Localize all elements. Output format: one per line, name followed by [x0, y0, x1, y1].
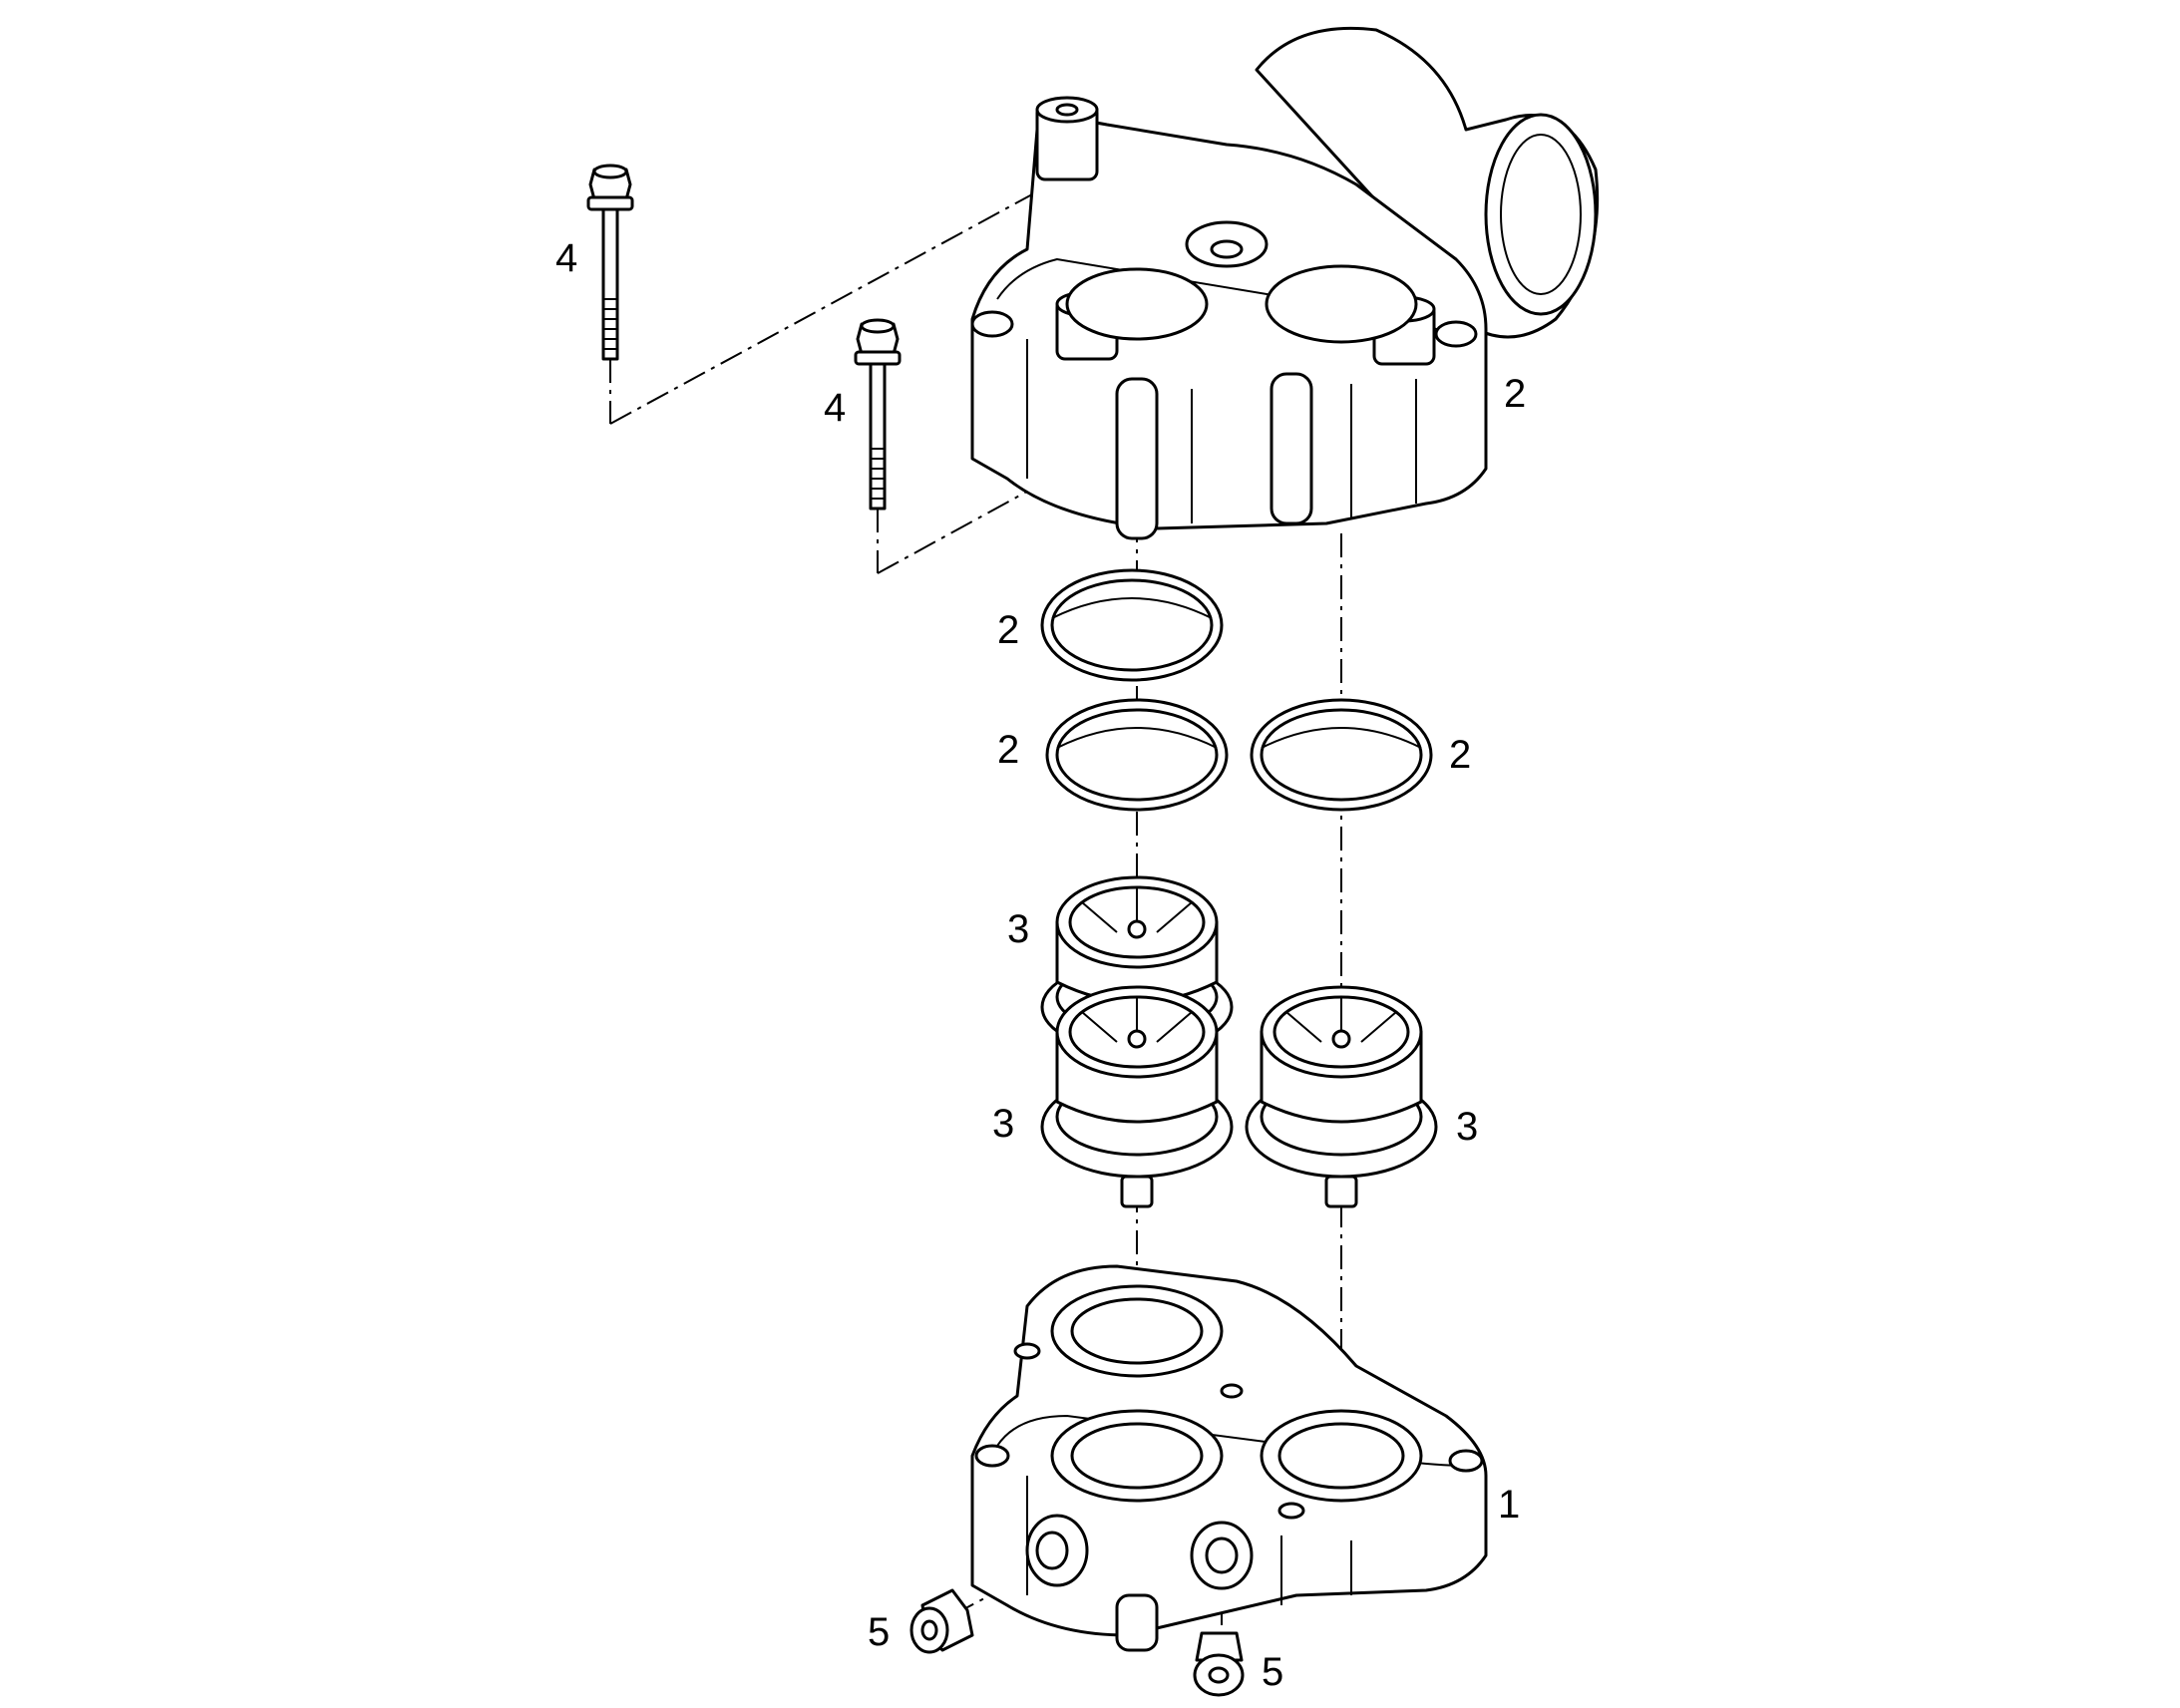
seal-ring-left	[1045, 698, 1229, 812]
callouts: 4 4 2 2 2 2 3 3 3 1 5 5	[555, 236, 1526, 1694]
callout-ring-top: 2	[997, 608, 1019, 652]
plug-left	[909, 1588, 974, 1654]
lower-housing	[970, 1264, 1488, 1652]
callout-upper-housing: 2	[1504, 372, 1526, 416]
bolt-upper	[586, 164, 634, 424]
callout-bolt-lower: 4	[824, 386, 846, 430]
thermostat-right	[1245, 985, 1438, 1208]
callout-bolt-upper: 4	[555, 236, 577, 280]
plug-right	[1193, 1631, 1245, 1697]
bolt-lower	[854, 318, 902, 573]
thermostat-left	[1040, 985, 1234, 1208]
seal-ring-top	[1040, 568, 1224, 682]
callout-thermostat-upper: 3	[1007, 907, 1029, 951]
callout-lower-housing: 1	[1498, 1483, 1520, 1527]
upper-housing	[970, 26, 1600, 540]
callout-plug-right: 5	[1262, 1650, 1283, 1694]
callout-ring-left: 2	[997, 728, 1019, 772]
callout-thermostat-right: 3	[1456, 1105, 1478, 1149]
callout-ring-right: 2	[1449, 733, 1471, 777]
callout-thermostat-left: 3	[992, 1102, 1014, 1146]
callout-plug-left: 5	[868, 1610, 890, 1654]
seal-ring-right	[1250, 698, 1433, 812]
